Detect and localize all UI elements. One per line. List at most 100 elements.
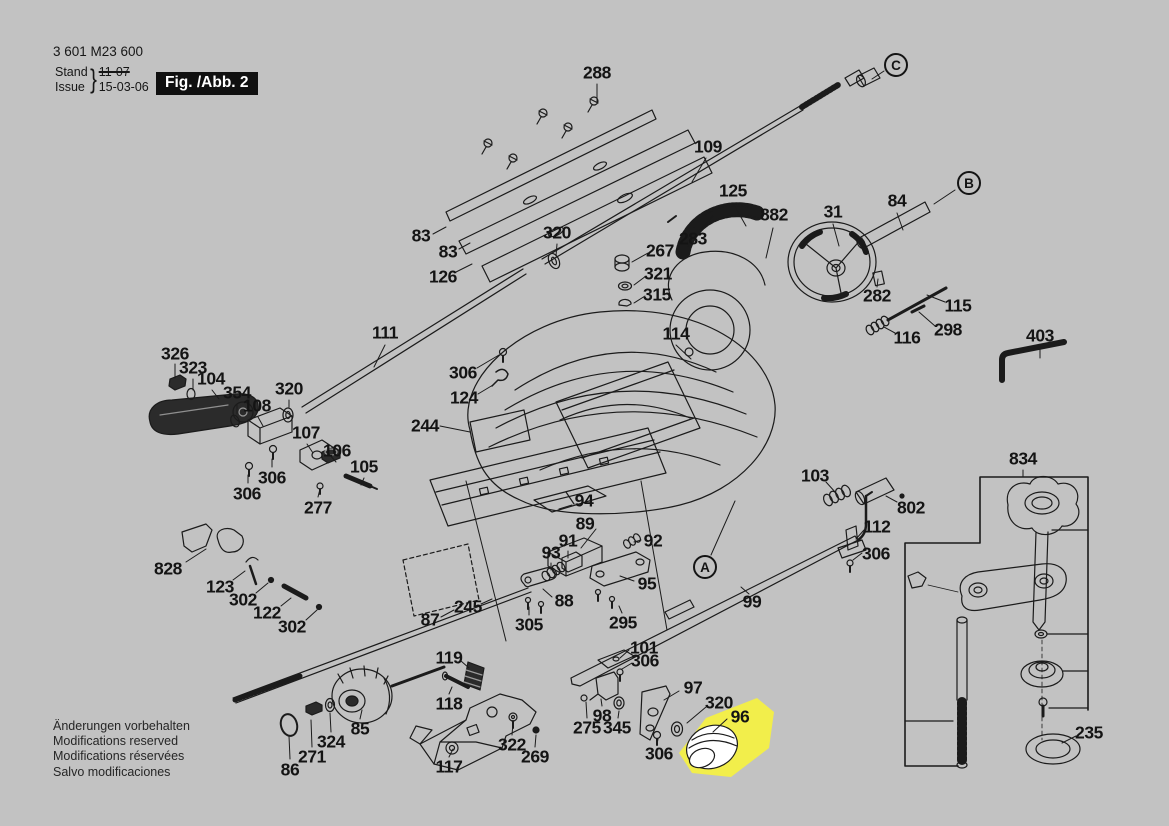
part-label-106: 106 xyxy=(323,440,351,461)
inset-panel-art xyxy=(904,475,1089,769)
part-label-91: 91 xyxy=(558,530,578,551)
part-label-321: 321 xyxy=(644,263,672,284)
part-label-126: 126 xyxy=(429,266,457,287)
kerf-plates-art xyxy=(445,96,713,283)
part-label-315: 315 xyxy=(643,284,671,305)
part-label-85: 85 xyxy=(350,718,370,739)
part-label-288: 288 xyxy=(583,62,611,83)
part-label-98: 98 xyxy=(592,705,612,726)
rods-art xyxy=(301,67,881,414)
part-label-302: 302 xyxy=(229,589,257,610)
knob-96-cluster-art xyxy=(580,671,738,770)
leader-lines xyxy=(174,70,1077,760)
misc-fasteners-art xyxy=(491,347,509,387)
part-label-834: 834 xyxy=(1009,448,1037,469)
stand-value: 11-07 xyxy=(98,65,130,79)
part-label-83: 83 xyxy=(438,241,458,262)
revision-block: Stand Issue } 11-07 15-03-06 xyxy=(55,65,149,94)
stand-label: Stand xyxy=(55,65,88,79)
part-label-275: 275 xyxy=(573,717,601,738)
part-label-123: 123 xyxy=(206,576,234,597)
linkage-cluster-art xyxy=(520,485,651,614)
part-label-882: 882 xyxy=(760,204,788,225)
part-label-89: 89 xyxy=(575,513,595,534)
part-label-306: 306 xyxy=(449,362,477,383)
part-label-31: 31 xyxy=(823,201,843,222)
part-label-118: 118 xyxy=(435,693,463,714)
part-label-320: 320 xyxy=(543,222,571,243)
part-label-244: 244 xyxy=(411,415,439,436)
link-bar-art xyxy=(570,477,905,687)
part-label-99: 99 xyxy=(742,591,762,612)
saw-table-art xyxy=(429,250,776,527)
part-label-105: 105 xyxy=(350,456,378,477)
part-label-108: 108 xyxy=(243,395,271,416)
part-label-101: 101 xyxy=(630,637,658,658)
part-label-295: 295 xyxy=(609,612,637,633)
part-label-117: 117 xyxy=(435,756,463,777)
part-label-354: 354 xyxy=(223,382,251,403)
part-label-103: 103 xyxy=(801,465,829,486)
part-label-828: 828 xyxy=(154,558,182,579)
part-label-112: 112 xyxy=(863,516,891,537)
part-label-111: 111 xyxy=(371,322,399,343)
part-label-94: 94 xyxy=(574,490,594,511)
view-ref-B: B xyxy=(957,171,981,195)
part-label-306: 306 xyxy=(631,650,659,671)
part-label-306: 306 xyxy=(862,543,890,564)
part-label-323: 323 xyxy=(179,357,207,378)
part-label-245: 245 xyxy=(454,596,482,617)
part-label-86: 86 xyxy=(280,759,300,780)
scale-segment-art xyxy=(667,202,765,260)
notice-line-en: Modifications reserved xyxy=(53,734,179,749)
part-label-277: 277 xyxy=(304,497,332,518)
part-label-320: 320 xyxy=(705,692,733,713)
part-label-306: 306 xyxy=(258,467,286,488)
part-label-114: 114 xyxy=(662,323,690,344)
part-label-92: 92 xyxy=(643,530,663,551)
part-label-271: 271 xyxy=(298,746,326,767)
notice-line-de: Änderungen vorbehalten xyxy=(53,719,190,733)
part-label-88: 88 xyxy=(554,590,574,611)
notice-line-es: Salvo modificaciones xyxy=(53,764,171,779)
part-label-96: 96 xyxy=(730,706,750,727)
part-label-93: 93 xyxy=(541,542,561,563)
issue-value: 15-03-06 xyxy=(98,79,149,94)
allen-key-art xyxy=(999,339,1067,383)
part-label-298: 298 xyxy=(934,319,962,340)
part-label-306: 306 xyxy=(645,743,673,764)
figure-badge: Fig. /Abb. 2 xyxy=(156,72,258,95)
adjust-rod-art xyxy=(232,543,532,704)
part-label-124: 124 xyxy=(450,387,478,408)
notice-line-fr: Modifications réservées xyxy=(53,749,185,764)
part-label-345: 345 xyxy=(603,717,631,738)
issue-label: Issue xyxy=(55,79,85,94)
part-label-403: 403 xyxy=(1026,325,1054,346)
part-label-83: 83 xyxy=(411,225,431,246)
part-label-104: 104 xyxy=(197,368,225,389)
part-label-305: 305 xyxy=(515,614,543,635)
part-label-282: 282 xyxy=(863,285,891,306)
part-label-326: 326 xyxy=(161,343,189,364)
part-label-97: 97 xyxy=(683,677,703,698)
part-label-802: 802 xyxy=(897,497,925,518)
part-label-116: 116 xyxy=(893,327,921,348)
plate-101-art xyxy=(597,649,635,682)
part-label-95: 95 xyxy=(637,573,657,594)
latch-clips-art xyxy=(181,523,323,611)
part-label-269: 269 xyxy=(521,746,549,767)
part-label-125: 125 xyxy=(719,180,747,201)
part-label-283: 283 xyxy=(679,228,707,249)
part-label-115: 115 xyxy=(944,295,972,316)
view-ref-C: C xyxy=(884,53,908,77)
part-label-235: 235 xyxy=(1075,722,1103,743)
part-label-84: 84 xyxy=(887,190,907,211)
clamp-117-art xyxy=(279,661,540,771)
document-part-number: 3 601 M23 600 xyxy=(53,44,144,59)
part-label-87: 87 xyxy=(420,609,440,630)
part-label-267: 267 xyxy=(646,240,674,261)
screw-icon xyxy=(481,96,599,170)
